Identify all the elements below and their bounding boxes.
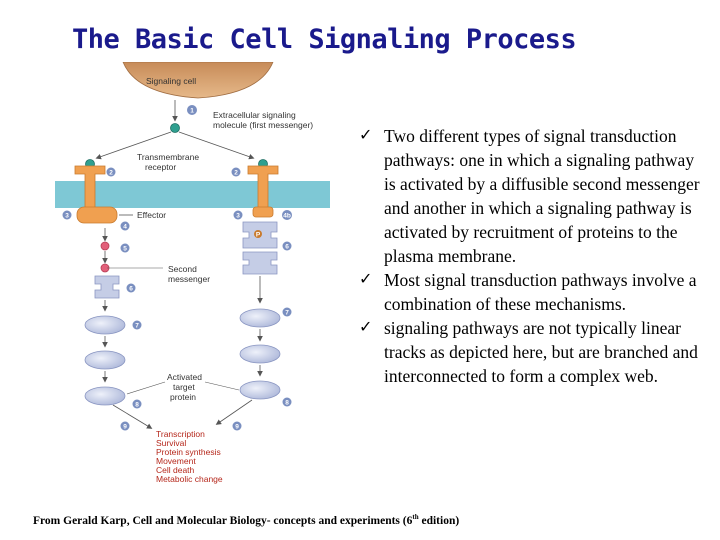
step-1-marker [187, 105, 197, 115]
cascade-protein-left-1 [84, 315, 126, 335]
svg-text:2: 2 [234, 170, 238, 177]
cell-responses: Transcription Survival Protein synthesis… [156, 429, 223, 484]
signaling-cell [122, 62, 274, 99]
receptor-label-2: receptor [145, 162, 176, 172]
receptor-label-1: Transmembrane [137, 152, 199, 162]
cascade-protein-right-2 [239, 344, 281, 364]
svg-text:3: 3 [65, 213, 69, 220]
bullet-text: Two different types of signal transducti… [384, 126, 700, 266]
bullet-item: ✓ Most signal transduction pathways invo… [357, 268, 707, 316]
effector-label: Effector [137, 210, 166, 220]
effector [76, 206, 118, 224]
cascade-protein-left-3 [84, 386, 126, 406]
target-label-1: Activated [167, 372, 202, 382]
svg-text:3: 3 [236, 213, 240, 220]
target-label-3: protein [170, 392, 196, 402]
svg-text:7: 7 [285, 310, 289, 317]
cell-signaling-diagram: Signaling cell 1 Extracellular signaling… [55, 62, 330, 484]
plasma-membrane [55, 181, 330, 208]
svg-text:7: 7 [135, 323, 139, 330]
target-label-2: target [173, 382, 195, 392]
bullet-item: ✓ signaling pathways are not typically l… [357, 316, 707, 388]
response-movement: Movement [156, 456, 196, 466]
response-cell-death: Cell death [156, 465, 195, 475]
checkmark-icon: ✓ [359, 127, 373, 144]
adaptor-protein-2 [242, 251, 278, 275]
bullet-text: Most signal transduction pathways involv… [384, 270, 697, 314]
svg-text:8: 8 [285, 400, 289, 407]
cascade-protein-right-3 [239, 380, 281, 400]
signaling-cell-label: Signaling cell [146, 76, 196, 86]
second-messenger-target [94, 275, 120, 299]
checkmark-icon: ✓ [359, 271, 373, 288]
svg-text:2: 2 [109, 170, 113, 177]
svg-text:P: P [256, 232, 261, 239]
step-1-label: 1 [190, 108, 194, 115]
response-survival: Survival [156, 438, 186, 448]
source-citation: From Gerald Karp, Cell and Molecular Bio… [33, 513, 460, 527]
bullet-list: ✓ Two different types of signal transduc… [357, 124, 707, 388]
cascade-protein-right-1 [239, 308, 281, 328]
svg-text:4b: 4b [283, 213, 291, 220]
response-transcription: Transcription [156, 429, 205, 439]
second-messenger-molecule [100, 241, 110, 251]
svg-text:8: 8 [135, 402, 139, 409]
first-messenger-label-1: Extracellular signaling [213, 110, 296, 120]
second-messenger-label-2: messenger [168, 274, 210, 284]
svg-text:5: 5 [123, 246, 127, 253]
checkmark-icon: ✓ [359, 319, 373, 336]
svg-text:6: 6 [129, 286, 133, 293]
response-protein-synthesis: Protein synthesis [156, 447, 221, 457]
first-messenger-label-2: molecule (first messenger) [213, 120, 313, 130]
svg-text:9: 9 [235, 424, 239, 431]
page-title: The Basic Cell Signaling Process [72, 24, 577, 55]
cascade-protein-left-2 [84, 350, 126, 370]
bullet-text: signaling pathways are not typically lin… [384, 318, 698, 386]
response-metabolic-change: Metabolic change [156, 474, 223, 484]
first-messenger-molecule [170, 123, 180, 133]
second-messenger-label-1: Second [168, 264, 197, 274]
svg-text:6: 6 [285, 244, 289, 251]
svg-text:9: 9 [123, 424, 127, 431]
svg-text:4: 4 [123, 224, 127, 231]
bullet-item: ✓ Two different types of signal transduc… [357, 124, 707, 268]
